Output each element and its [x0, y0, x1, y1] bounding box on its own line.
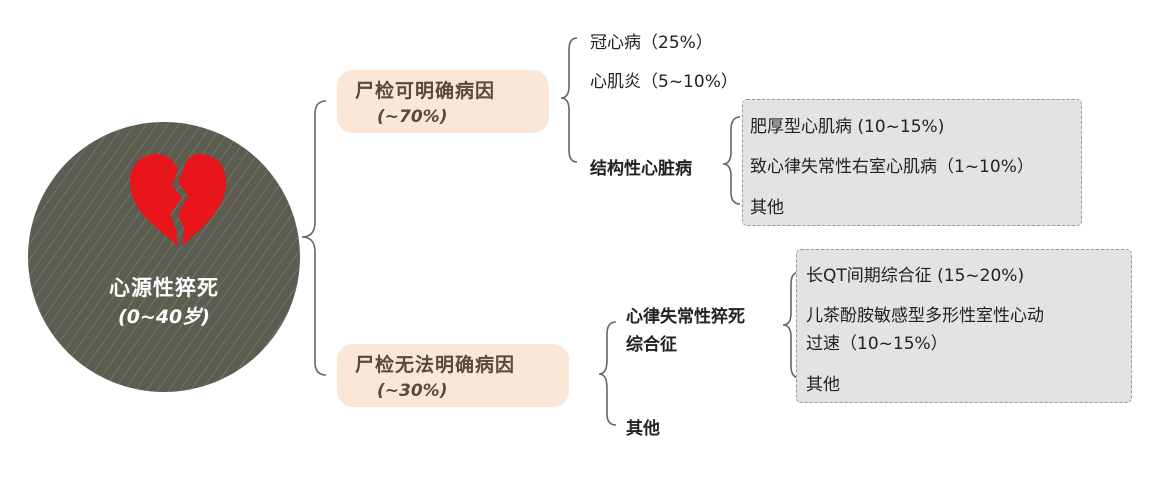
item-other-unexplained: 其他 [626, 419, 660, 439]
subitem-hypertrophic-cardiomyopathy: 肥厚型心肌病 (10~15%) [750, 117, 945, 137]
category-name: 尸检可明确病因 [355, 80, 496, 102]
item-arrhythmic-death-line2: 综合征 [626, 335, 677, 355]
category-percentage: (~70%) [377, 107, 448, 127]
root-subtitle: (0~40岁) [118, 306, 210, 328]
category-percentage: (~30%) [377, 381, 448, 401]
item-coronary-heart-disease: 冠心病（25%） [590, 33, 713, 53]
subitem-other-structural: 其他 [750, 198, 784, 218]
item-arrhythmic-death-line1: 心律失常性猝死 [626, 307, 745, 327]
structural-subtypes-box [742, 99, 1082, 226]
root-title: 心源性猝死 [109, 276, 219, 300]
category-autopsy-identifiable: 尸检可明确病因 (~70%) [337, 70, 549, 133]
item-myocarditis: 心肌炎（5~10%） [590, 72, 738, 92]
broken-heart-icon [130, 154, 226, 246]
subitem-cpvt-line2: 过速（10~15%） [806, 334, 948, 354]
subitem-long-qt: 长QT间期综合征 (15~20%) [806, 266, 1025, 286]
root-node: 心源性猝死 (0~40岁) [28, 122, 300, 392]
subitem-arvc: 致心律失常性右室心肌病（1~10%） [750, 157, 1034, 177]
syndrome-subtypes-box [796, 249, 1132, 403]
item-structural-heart-disease: 结构性心脏病 [590, 159, 692, 179]
subitem-cpvt-line1: 儿茶酚胺敏感型多形性室性心动 [806, 306, 1044, 326]
category-autopsy-unexplained: 尸检无法明确病因 (~30%) [337, 344, 569, 407]
subitem-other-syndrome: 其他 [806, 375, 840, 395]
category-name: 尸检无法明确病因 [355, 354, 516, 376]
